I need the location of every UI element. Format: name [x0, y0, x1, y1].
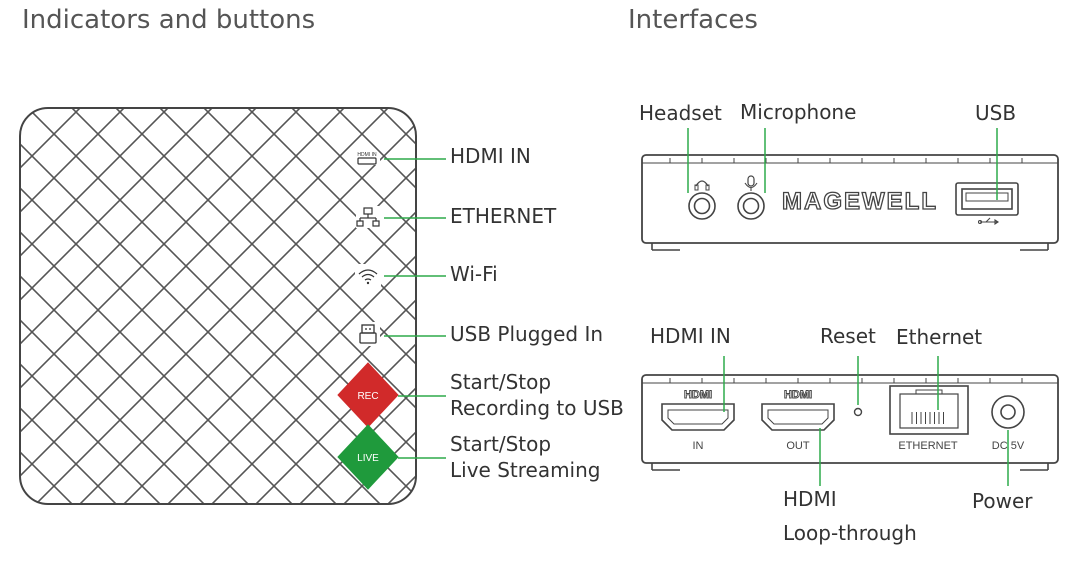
- reset-pinhole: [853, 407, 863, 417]
- front-leader-lines: [687, 128, 998, 200]
- usb-indicator-icon: [356, 322, 380, 346]
- headset-jack: [688, 180, 716, 220]
- label-hdmi-in-port: HDMI IN: [650, 324, 731, 348]
- live-button[interactable]: LIVE: [337, 424, 399, 490]
- ethernet-indicator-icon: [356, 206, 380, 228]
- live-button-label: LIVE: [357, 453, 379, 464]
- rear-leader-lines: [723, 356, 1009, 486]
- label-reset: Reset: [820, 324, 876, 348]
- label-hdmi-loop-line1: HDMI: [783, 487, 837, 511]
- label-live-button-line2: Live Streaming: [450, 458, 601, 482]
- label-ethernet-port: Ethernet: [896, 325, 983, 349]
- label-usb-port: USB: [975, 101, 1017, 125]
- device-rear-panel: HDMI IN HDMI OUT ETHERNET: [641, 374, 1059, 471]
- svg-text:IN: IN: [693, 440, 704, 452]
- svg-text:HDMI IN: HDMI IN: [357, 152, 377, 158]
- wifi-indicator-icon: [355, 264, 381, 286]
- brand-logo: MAGEWELL: [782, 188, 938, 215]
- label-rec-button-line2: Recording to USB: [450, 396, 624, 420]
- ethernet-port: ETHERNET: [889, 385, 969, 452]
- rec-button[interactable]: REC: [337, 362, 399, 428]
- svg-text:HDMI: HDMI: [684, 389, 712, 401]
- label-hdmi-loop-line2: Loop-through: [783, 521, 917, 545]
- heading-interfaces: Interfaces: [628, 5, 758, 35]
- microphone-jack: [737, 175, 765, 220]
- hdmi-in-indicator-icon: HDMI IN: [354, 152, 380, 165]
- svg-text:ETHERNET: ETHERNET: [898, 440, 958, 452]
- label-ethernet-indicator: ETHERNET: [450, 204, 557, 228]
- hdmi-in-port: HDMI IN: [661, 389, 735, 452]
- label-usb-indicator: USB Plugged In: [450, 322, 604, 346]
- label-live-button-line1: Start/Stop: [450, 432, 552, 456]
- label-microphone: Microphone: [740, 100, 857, 124]
- heading-indicators: Indicators and buttons: [22, 5, 316, 35]
- label-rec-button-line1: Start/Stop: [450, 370, 552, 394]
- rec-button-label: REC: [357, 391, 378, 402]
- indicator-leader-lines: [384, 158, 446, 459]
- label-headset: Headset: [639, 101, 722, 125]
- label-hdmi-in-indicator: HDMI IN: [450, 144, 531, 168]
- label-wifi-indicator: Wi-Fi: [450, 262, 498, 286]
- device-front-panel: MAGEWELL: [641, 154, 1059, 251]
- device-top-view: REC LIVE HDMI IN: [19, 107, 417, 505]
- usb-port: [955, 182, 1019, 226]
- svg-text:HDMI: HDMI: [784, 389, 812, 401]
- svg-text:OUT: OUT: [786, 440, 810, 452]
- hdmi-out-port: HDMI OUT: [761, 389, 835, 452]
- label-power: Power: [972, 489, 1033, 513]
